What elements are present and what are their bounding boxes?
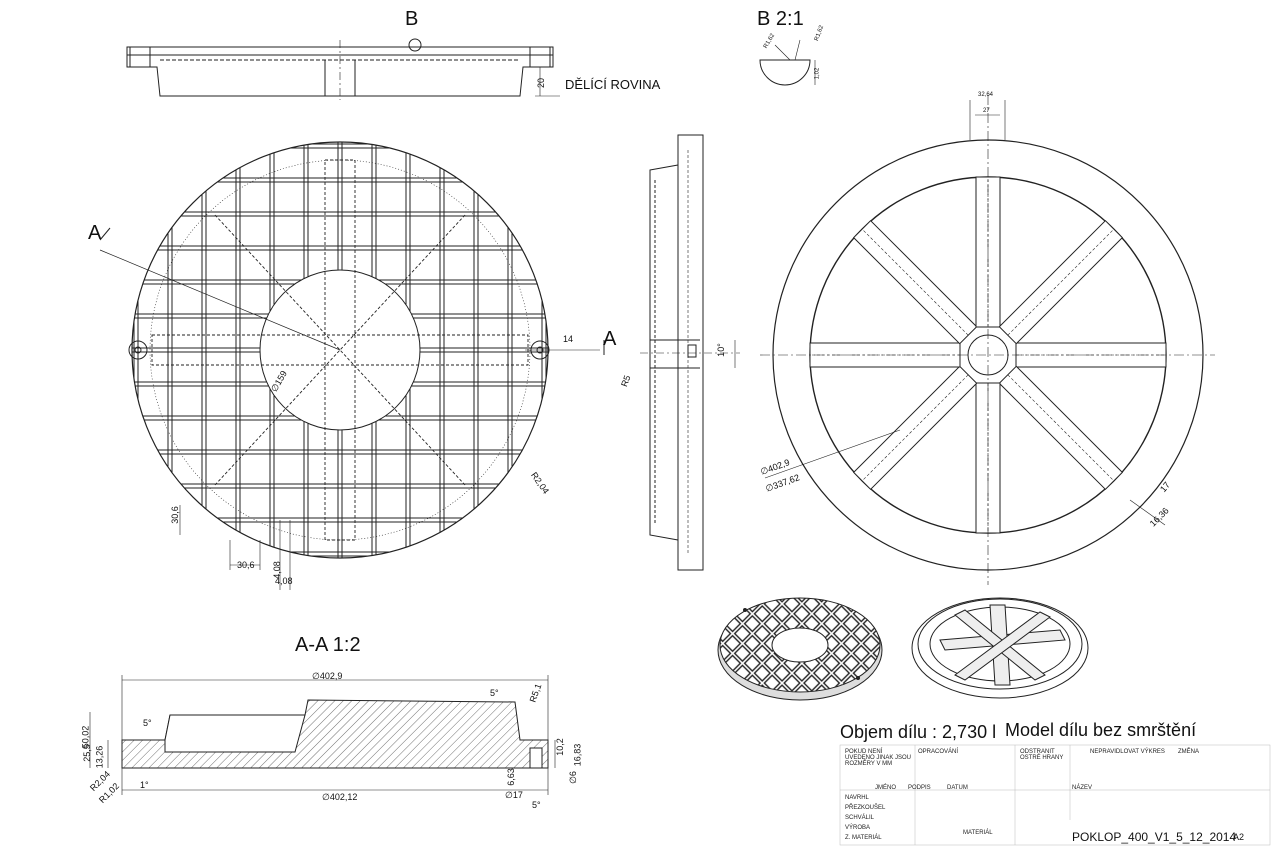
section-marker-left: A <box>88 222 102 244</box>
spoke-centerline <box>1007 228 1115 336</box>
tb-revision: NEPRAVIDLOVAT VÝKRES <box>1090 749 1165 755</box>
drawing-number: POKLOP_400_V1_5_12_2014 <box>1072 830 1237 844</box>
tb-row-material: Z. MATERIÁL <box>845 835 882 841</box>
title-block <box>839 744 1271 846</box>
dim-sec-hole-h2: 16,83 <box>572 743 583 767</box>
sheet-size: A2 <box>1233 832 1245 842</box>
tb-row-checked: PŘEZKOUŠEL <box>845 805 886 811</box>
detail-b-label: B 2:1 <box>757 8 804 30</box>
dim-sec-h3: 10,2 <box>554 738 565 756</box>
dim-left-offset: 14 <box>563 334 574 344</box>
dim-sec-angle2: 5° <box>490 688 499 698</box>
tb-row-approved: SCHVÁLIL <box>845 815 875 821</box>
tb-material: MATERIÁL <box>963 830 993 836</box>
side-view <box>640 134 740 571</box>
tb-row-designed: NAVRHL <box>845 795 869 801</box>
dim-sec-hole-h: 6,63 <box>505 768 516 786</box>
spoke-centerline <box>1007 374 1115 482</box>
top-view-label: B <box>405 8 419 30</box>
dim-left-grid-h: 30,6 <box>169 506 180 524</box>
section-title: A-A 1:2 <box>295 634 361 656</box>
dim-sec-dia-top: ∅402,9 <box>312 671 343 681</box>
dim-side-angle: 10° <box>715 343 726 357</box>
tb-finish: OPRACOVÁNÍ <box>918 749 959 755</box>
spoke-centerline <box>861 228 969 336</box>
tb-deburr: ODSTRANIT OSTRÉ HRANY <box>1020 749 1064 761</box>
right-plan-view <box>760 95 1215 585</box>
iso-view-top <box>717 597 883 701</box>
dim-top-height: 20 <box>536 77 547 89</box>
dim-left-rib-2: 4,08 <box>275 576 293 586</box>
tb-header-notes: POKUD NENÍ UVEDENO JINAK JSOU ROZMĚRY V … <box>845 749 912 767</box>
tb-change: ZMĚNA <box>1178 749 1199 755</box>
dim-sec-hole-d: ∅17 <box>505 790 523 800</box>
tb-row-production: VÝROBA <box>845 825 871 831</box>
dim-sec-angle3: 1° <box>140 780 149 790</box>
spoke-centerline <box>861 374 969 482</box>
left-plan-view <box>99 141 605 590</box>
dim-left-grid-w: 30,6 <box>237 560 255 570</box>
dim-sec-h1: 25,5 <box>81 744 92 762</box>
tb-col-date: DATUM <box>947 785 968 791</box>
parting-line-label: DĚLÍCÍ ROVINA <box>565 77 661 92</box>
dim-sec-dia-bottom: ∅402,12 <box>322 792 358 802</box>
dim-sec-hole-d2: ∅6 <box>567 771 578 784</box>
volume-note: Objem dílu : 2,730 l <box>840 722 997 742</box>
tb-col-sign: PODPIS <box>908 785 931 791</box>
dim-sec-h2: 13,26 <box>94 745 105 769</box>
detail-b-view <box>759 39 816 86</box>
iso-view-bottom <box>911 597 1089 699</box>
dim-right-top-1: 32,64 <box>978 92 994 98</box>
tb-title-label: NÁZEV <box>1072 785 1093 791</box>
dim-right-top-2: 27 <box>983 108 990 114</box>
tb-col-name: JMÉNO <box>875 785 896 791</box>
section-aa-view <box>89 675 556 795</box>
dim-detail-h: 1,02 <box>814 67 821 80</box>
model-note: Model dílu bez smrštění <box>1005 720 1197 740</box>
top-elevation-view <box>126 38 560 100</box>
dim-sec-angle4: 5° <box>532 800 541 810</box>
section-marker-right: A <box>603 328 617 350</box>
dim-sec-angle1: 5° <box>143 718 152 728</box>
